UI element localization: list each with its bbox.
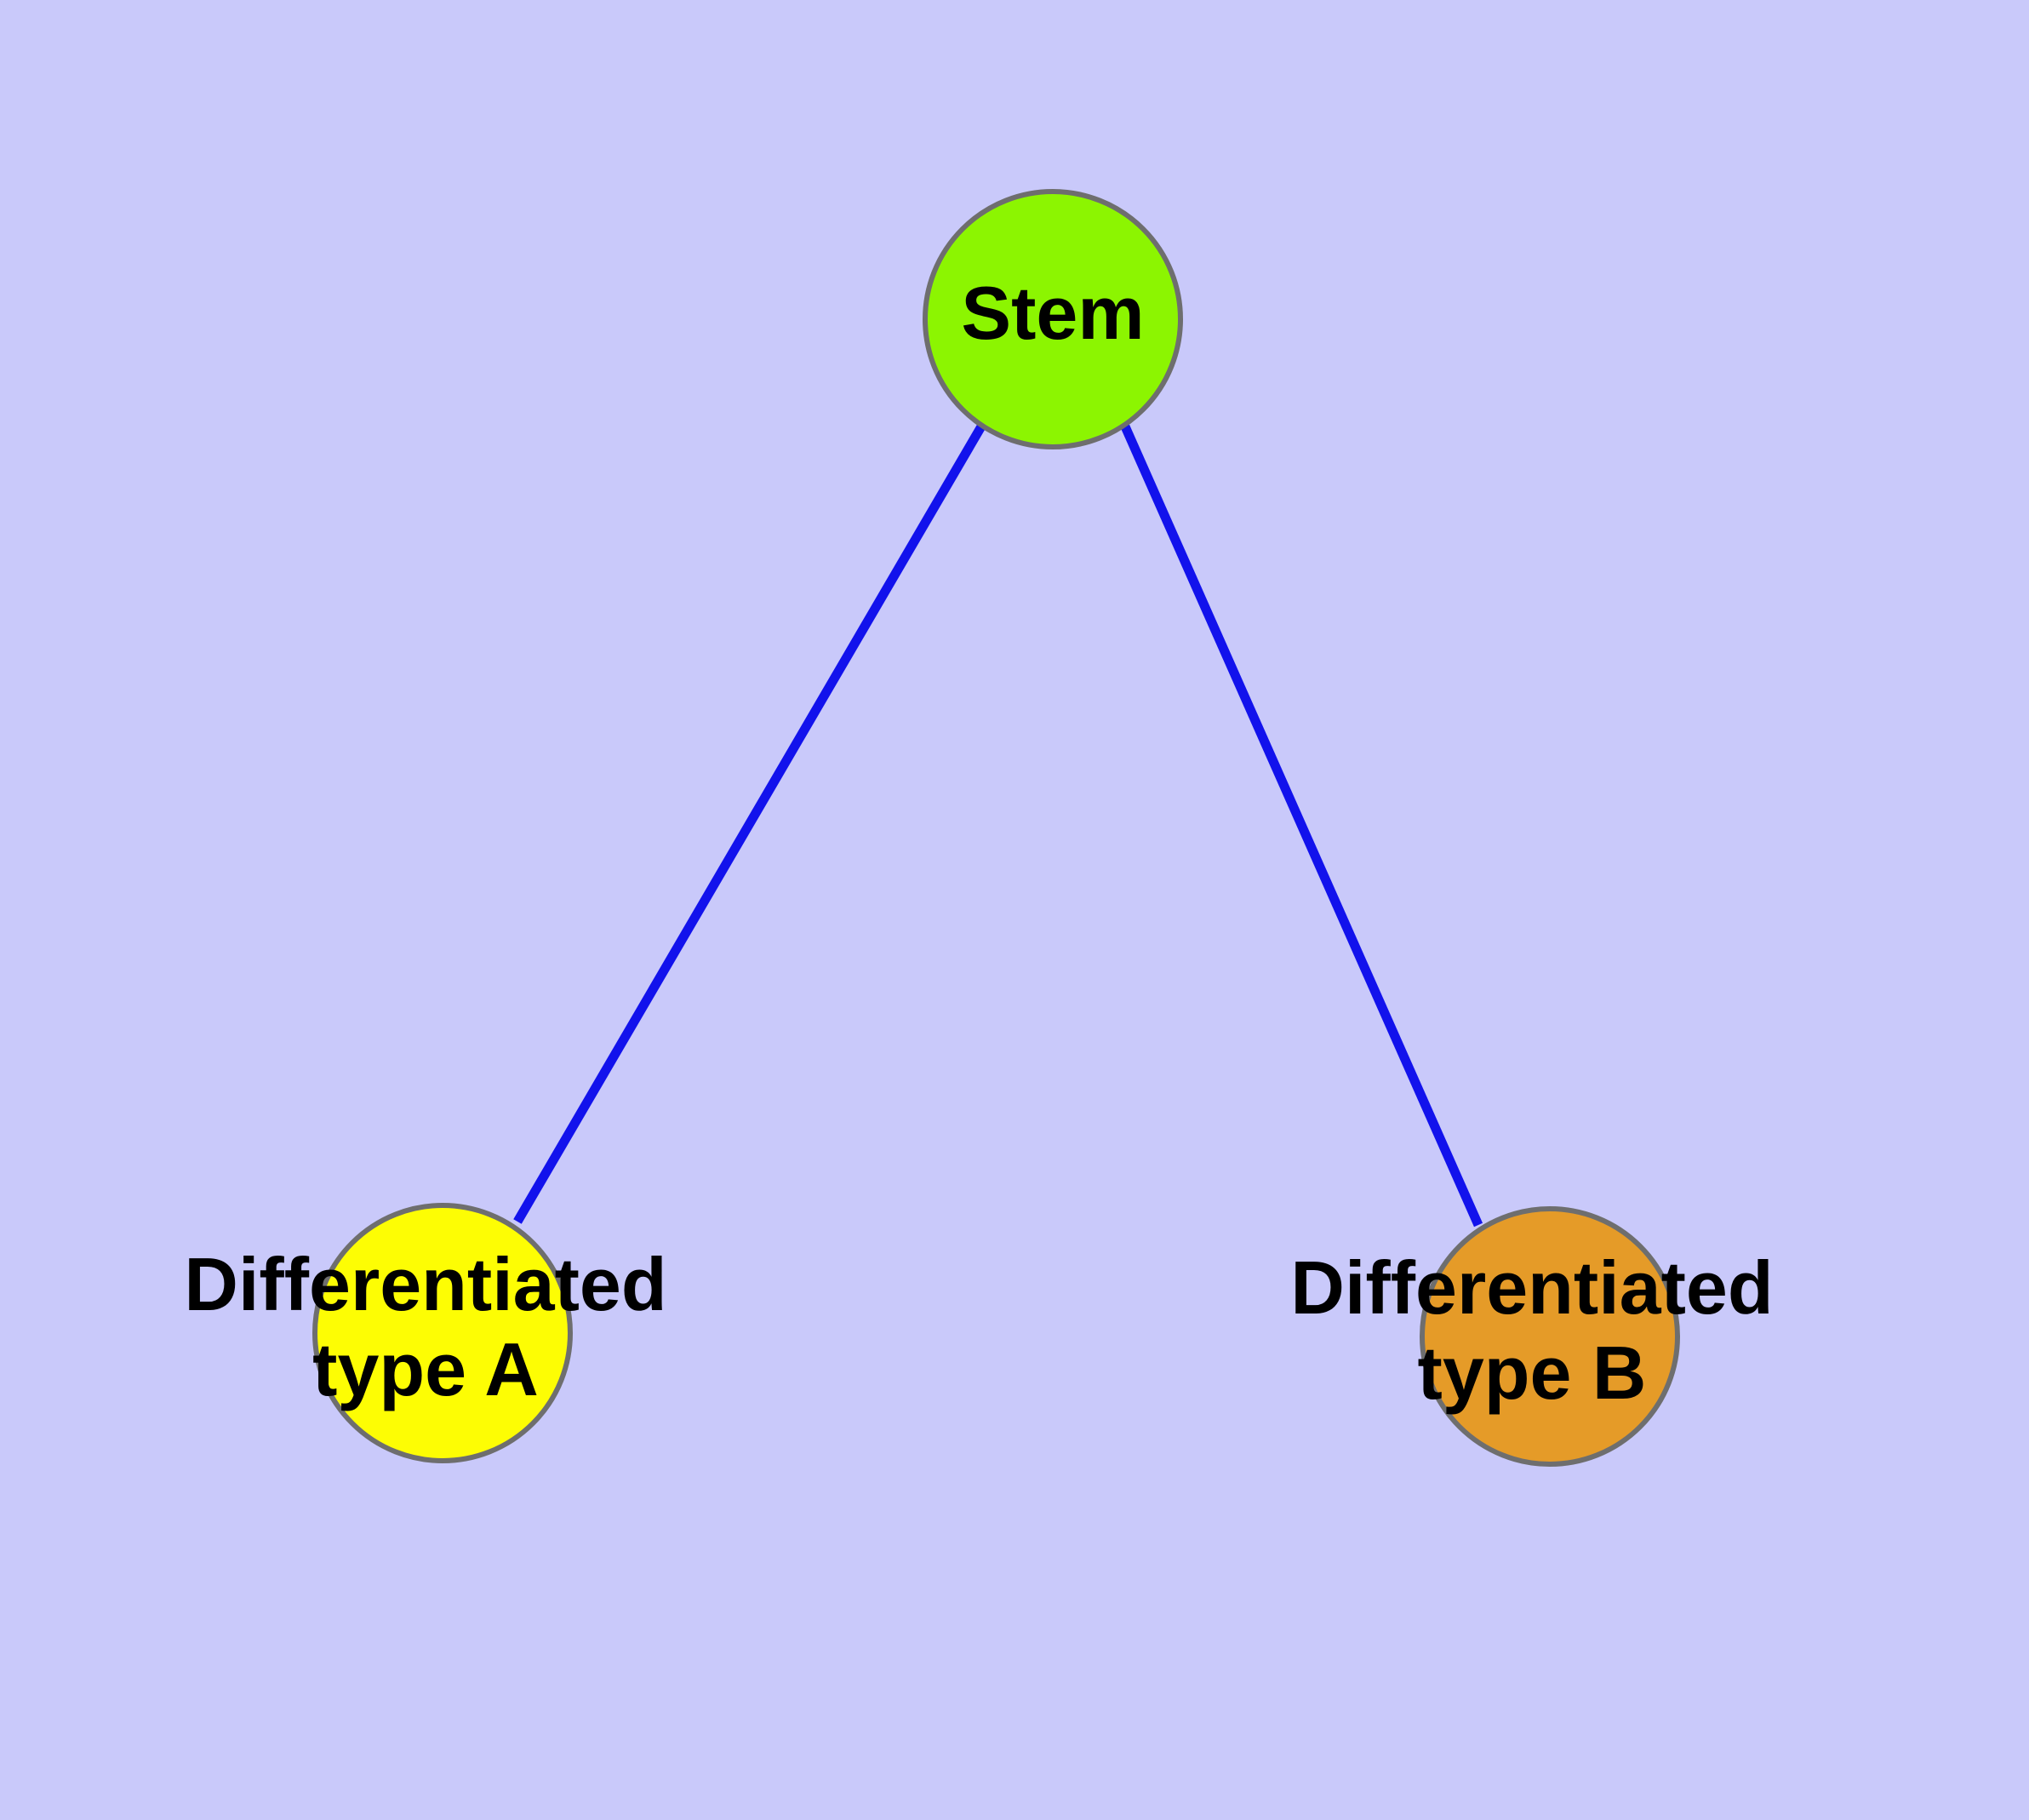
node-label-line: type B [1418,1331,1647,1415]
node-circle-stem[interactable] [923,189,1183,449]
node-label-stem: Stem [961,271,1144,355]
node-circle-diff_b[interactable] [1420,1206,1680,1467]
node-label-line: Differentiated [184,1242,666,1326]
edge-stem-diff-a [513,424,986,1224]
node-label-line: Differentiated [1290,1245,1773,1330]
node-circle-diff_a[interactable] [312,1203,573,1463]
edge-stem-diff-b [1120,424,1483,1228]
nodes-group [312,189,1680,1467]
edges-group [513,424,1483,1228]
node-label-line: type A [312,1327,539,1411]
node-label-line: Stem [961,271,1144,355]
